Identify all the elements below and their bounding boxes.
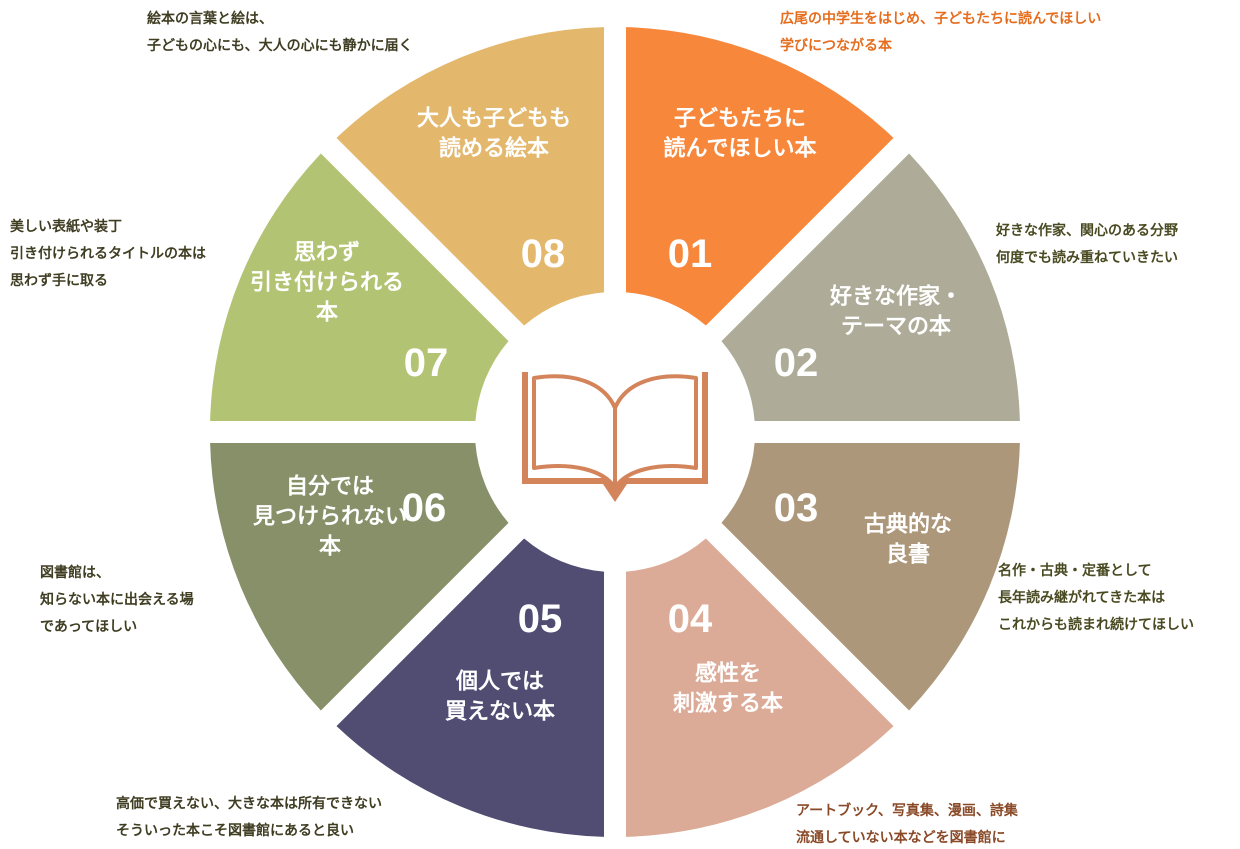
note-05: 高価で買えない、大きな本は所有できないそういった本こそ図書館にあると良い: [116, 796, 382, 839]
segment-title-06: 自分では: [286, 474, 374, 500]
segment-number-06: 06: [402, 486, 447, 530]
segment-shape-05: [336, 538, 604, 837]
segment-title-02: テーマの本: [841, 315, 951, 340]
segment-shape-07: [210, 153, 509, 421]
segment-number-01: 01: [668, 232, 713, 276]
segment-title-08: 大人も子どもも: [417, 107, 571, 132]
segment-shape-06: [210, 443, 509, 711]
segment-shape-03: [721, 443, 1020, 711]
note-04: アートブック、写真集、漫画、詩集流通していない本などを図書館に: [796, 803, 1018, 846]
segment-title-07: 本: [316, 301, 338, 326]
segment-title-03: 古典的な: [864, 512, 952, 538]
segment-number-03: 03: [774, 486, 819, 530]
segment-title-04: 感性を: [695, 661, 761, 687]
segment-title-01: 子どもたちに: [674, 107, 806, 132]
segment-shape-01: [626, 27, 894, 326]
note-03: 名作・古典・定番として長年読み継がれてきた本はこれからも読まれ続けてほしい: [998, 563, 1194, 633]
segment-title-05: 個人では: [455, 670, 544, 695]
segment-shape-04: [626, 538, 894, 837]
note-01: 広尾の中学生をはじめ、子どもたちに読んでほしい学びにつながる本: [780, 11, 1102, 54]
open-book-icon: [522, 372, 708, 502]
segment-number-02: 02: [774, 341, 819, 385]
note-02: 好きな作家、関心のある分野何度でも読み重ねていきたい: [996, 223, 1178, 266]
note-08: 絵本の言葉と絵は、子どもの心にも、大人の心にも静かに届く: [147, 11, 413, 54]
segment-number-04: 04: [668, 597, 713, 641]
note-06: 図書館は、知らない本に出会える場であってほしい: [40, 565, 194, 635]
segment-title-02: 好きな作家・: [829, 284, 962, 310]
segment-title-06: 本: [319, 535, 341, 560]
note-07: 美しい表紙や装丁引き付けられるタイトルの本は思わず手に取る: [10, 219, 206, 289]
segment-title-05: 買えない本: [445, 700, 555, 725]
segment-title-07: 思わず: [294, 241, 360, 266]
segment-title-01: 読んでほしい本: [664, 136, 817, 162]
segment-title-06: 見つけられない: [253, 505, 407, 530]
segment-number-08: 08: [521, 232, 566, 276]
segment-title-07: 引き付けられる: [250, 271, 404, 296]
segment-02: 好きな作家・テーマの本 02: [721, 153, 1020, 421]
segment-title-03: 良書: [886, 542, 930, 568]
segment-shape-08: [336, 27, 604, 326]
segment-title-04: 刺激する本: [673, 691, 783, 717]
segment-number-07: 07: [404, 341, 449, 385]
segment-shape-02: [721, 153, 1020, 421]
segment-number-05: 05: [518, 597, 563, 641]
segment-title-08: 読める絵本: [439, 136, 549, 162]
